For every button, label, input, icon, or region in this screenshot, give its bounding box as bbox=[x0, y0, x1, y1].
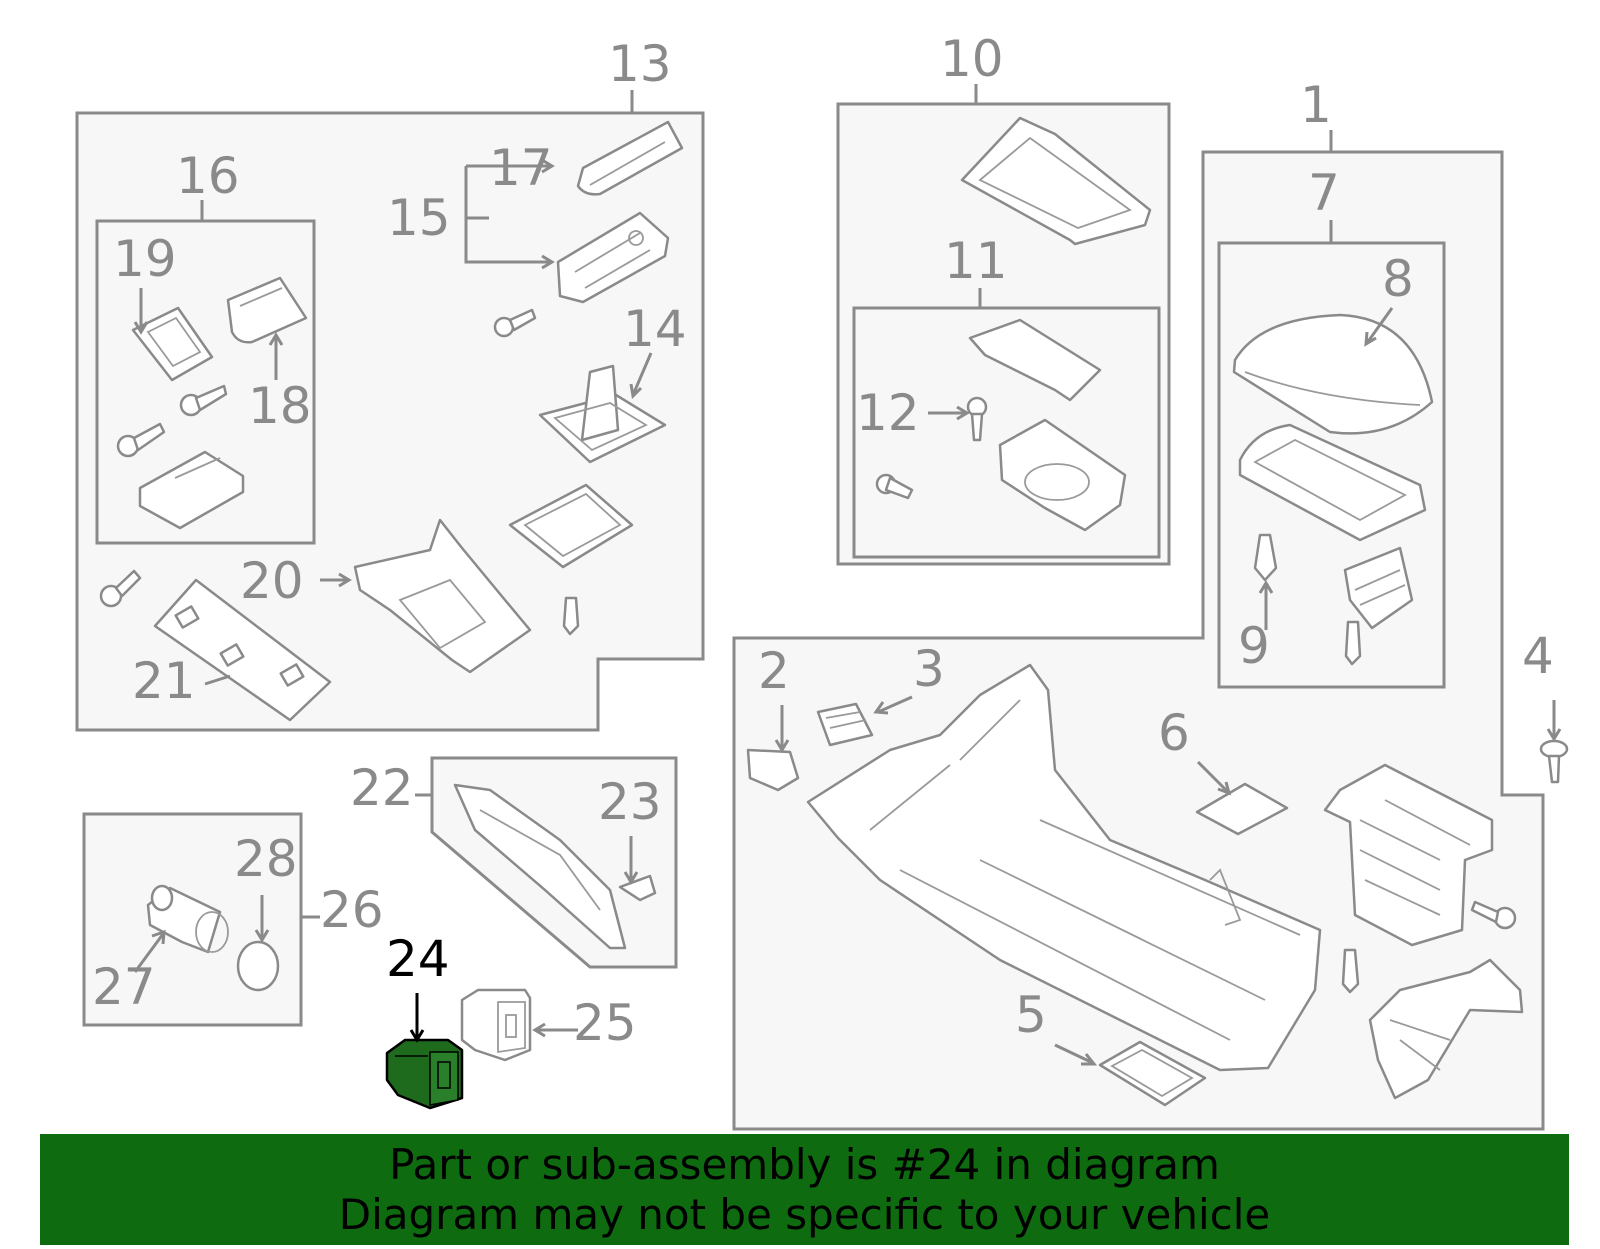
rear-bracket[interactable] bbox=[1323, 763, 1494, 947]
screw-16-b[interactable] bbox=[116, 422, 166, 458]
label-23: 23 bbox=[598, 773, 662, 831]
screw-13-lower[interactable] bbox=[562, 596, 580, 636]
part-10[interactable] bbox=[960, 116, 1152, 246]
screw-1-b[interactable] bbox=[1341, 948, 1360, 994]
label-9: 9 bbox=[1238, 617, 1270, 675]
label-19: 19 bbox=[113, 230, 177, 288]
console-body[interactable] bbox=[806, 663, 1322, 1072]
label-1: 1 bbox=[1300, 76, 1332, 134]
screw-15[interactable] bbox=[493, 308, 537, 338]
label-10: 10 bbox=[940, 30, 1004, 88]
part-18[interactable] bbox=[226, 276, 308, 344]
part-11[interactable] bbox=[968, 318, 1102, 402]
banner-line-2: Diagram may not be specific to your vehi… bbox=[338, 1189, 1271, 1239]
armrest-base[interactable] bbox=[1238, 423, 1427, 542]
part-4[interactable] bbox=[1539, 739, 1569, 784]
connector-7[interactable] bbox=[1343, 546, 1414, 630]
part-23[interactable] bbox=[618, 874, 657, 902]
part-3[interactable] bbox=[816, 702, 874, 747]
part-27[interactable] bbox=[146, 884, 229, 954]
screw-1-a[interactable] bbox=[1470, 900, 1517, 930]
label-6: 6 bbox=[1158, 704, 1190, 762]
label-2: 2 bbox=[758, 642, 790, 700]
part-22[interactable] bbox=[453, 783, 627, 950]
label-18: 18 bbox=[248, 377, 312, 435]
part-14[interactable] bbox=[538, 364, 667, 464]
label-14: 14 bbox=[623, 300, 687, 358]
label-12: 12 bbox=[856, 384, 920, 442]
info-banner: Part or sub-assembly is #24 in diagram D… bbox=[40, 1134, 1569, 1245]
part-21[interactable] bbox=[153, 578, 332, 722]
part-28[interactable] bbox=[236, 940, 280, 992]
label-5: 5 bbox=[1015, 986, 1047, 1044]
label-4: 4 bbox=[1522, 627, 1554, 685]
part-15[interactable] bbox=[556, 211, 670, 304]
label-11: 11 bbox=[944, 232, 1008, 290]
label-15: 15 bbox=[387, 189, 451, 247]
screw-7[interactable] bbox=[1344, 620, 1362, 666]
screw-21[interactable] bbox=[99, 569, 142, 608]
label-16: 16 bbox=[176, 147, 240, 205]
label-28: 28 bbox=[234, 830, 298, 888]
part-9[interactable] bbox=[1253, 533, 1278, 582]
part-2[interactable] bbox=[746, 748, 800, 792]
label-22: 22 bbox=[350, 759, 414, 817]
part-24[interactable] bbox=[385, 1038, 464, 1110]
part-5[interactable] bbox=[1098, 1040, 1207, 1107]
label-20: 20 bbox=[240, 552, 304, 610]
label-3: 3 bbox=[913, 640, 945, 698]
label-7: 7 bbox=[1308, 164, 1340, 222]
label-17: 17 bbox=[489, 139, 553, 197]
part-19[interactable] bbox=[131, 306, 214, 382]
label-25: 25 bbox=[573, 994, 637, 1052]
label-13: 13 bbox=[608, 35, 672, 93]
label-21: 21 bbox=[132, 652, 196, 710]
label-27: 27 bbox=[92, 958, 156, 1016]
label-26: 26 bbox=[320, 881, 384, 939]
part-25[interactable] bbox=[460, 988, 532, 1062]
frame-part[interactable] bbox=[508, 483, 634, 569]
part-17[interactable] bbox=[576, 120, 684, 196]
label-8: 8 bbox=[1382, 250, 1414, 308]
banner-line-1: Part or sub-assembly is #24 in diagram bbox=[389, 1139, 1220, 1189]
part-20[interactable] bbox=[353, 518, 532, 674]
screw-11-b[interactable] bbox=[875, 473, 914, 500]
cupholder[interactable] bbox=[998, 418, 1127, 532]
lower-bracket[interactable] bbox=[1368, 958, 1524, 1100]
screw-12[interactable] bbox=[966, 396, 988, 442]
label-24: 24 bbox=[386, 930, 450, 988]
switch-16[interactable] bbox=[138, 450, 245, 530]
screw-16-a[interactable] bbox=[179, 384, 228, 417]
part-8[interactable] bbox=[1232, 313, 1434, 435]
